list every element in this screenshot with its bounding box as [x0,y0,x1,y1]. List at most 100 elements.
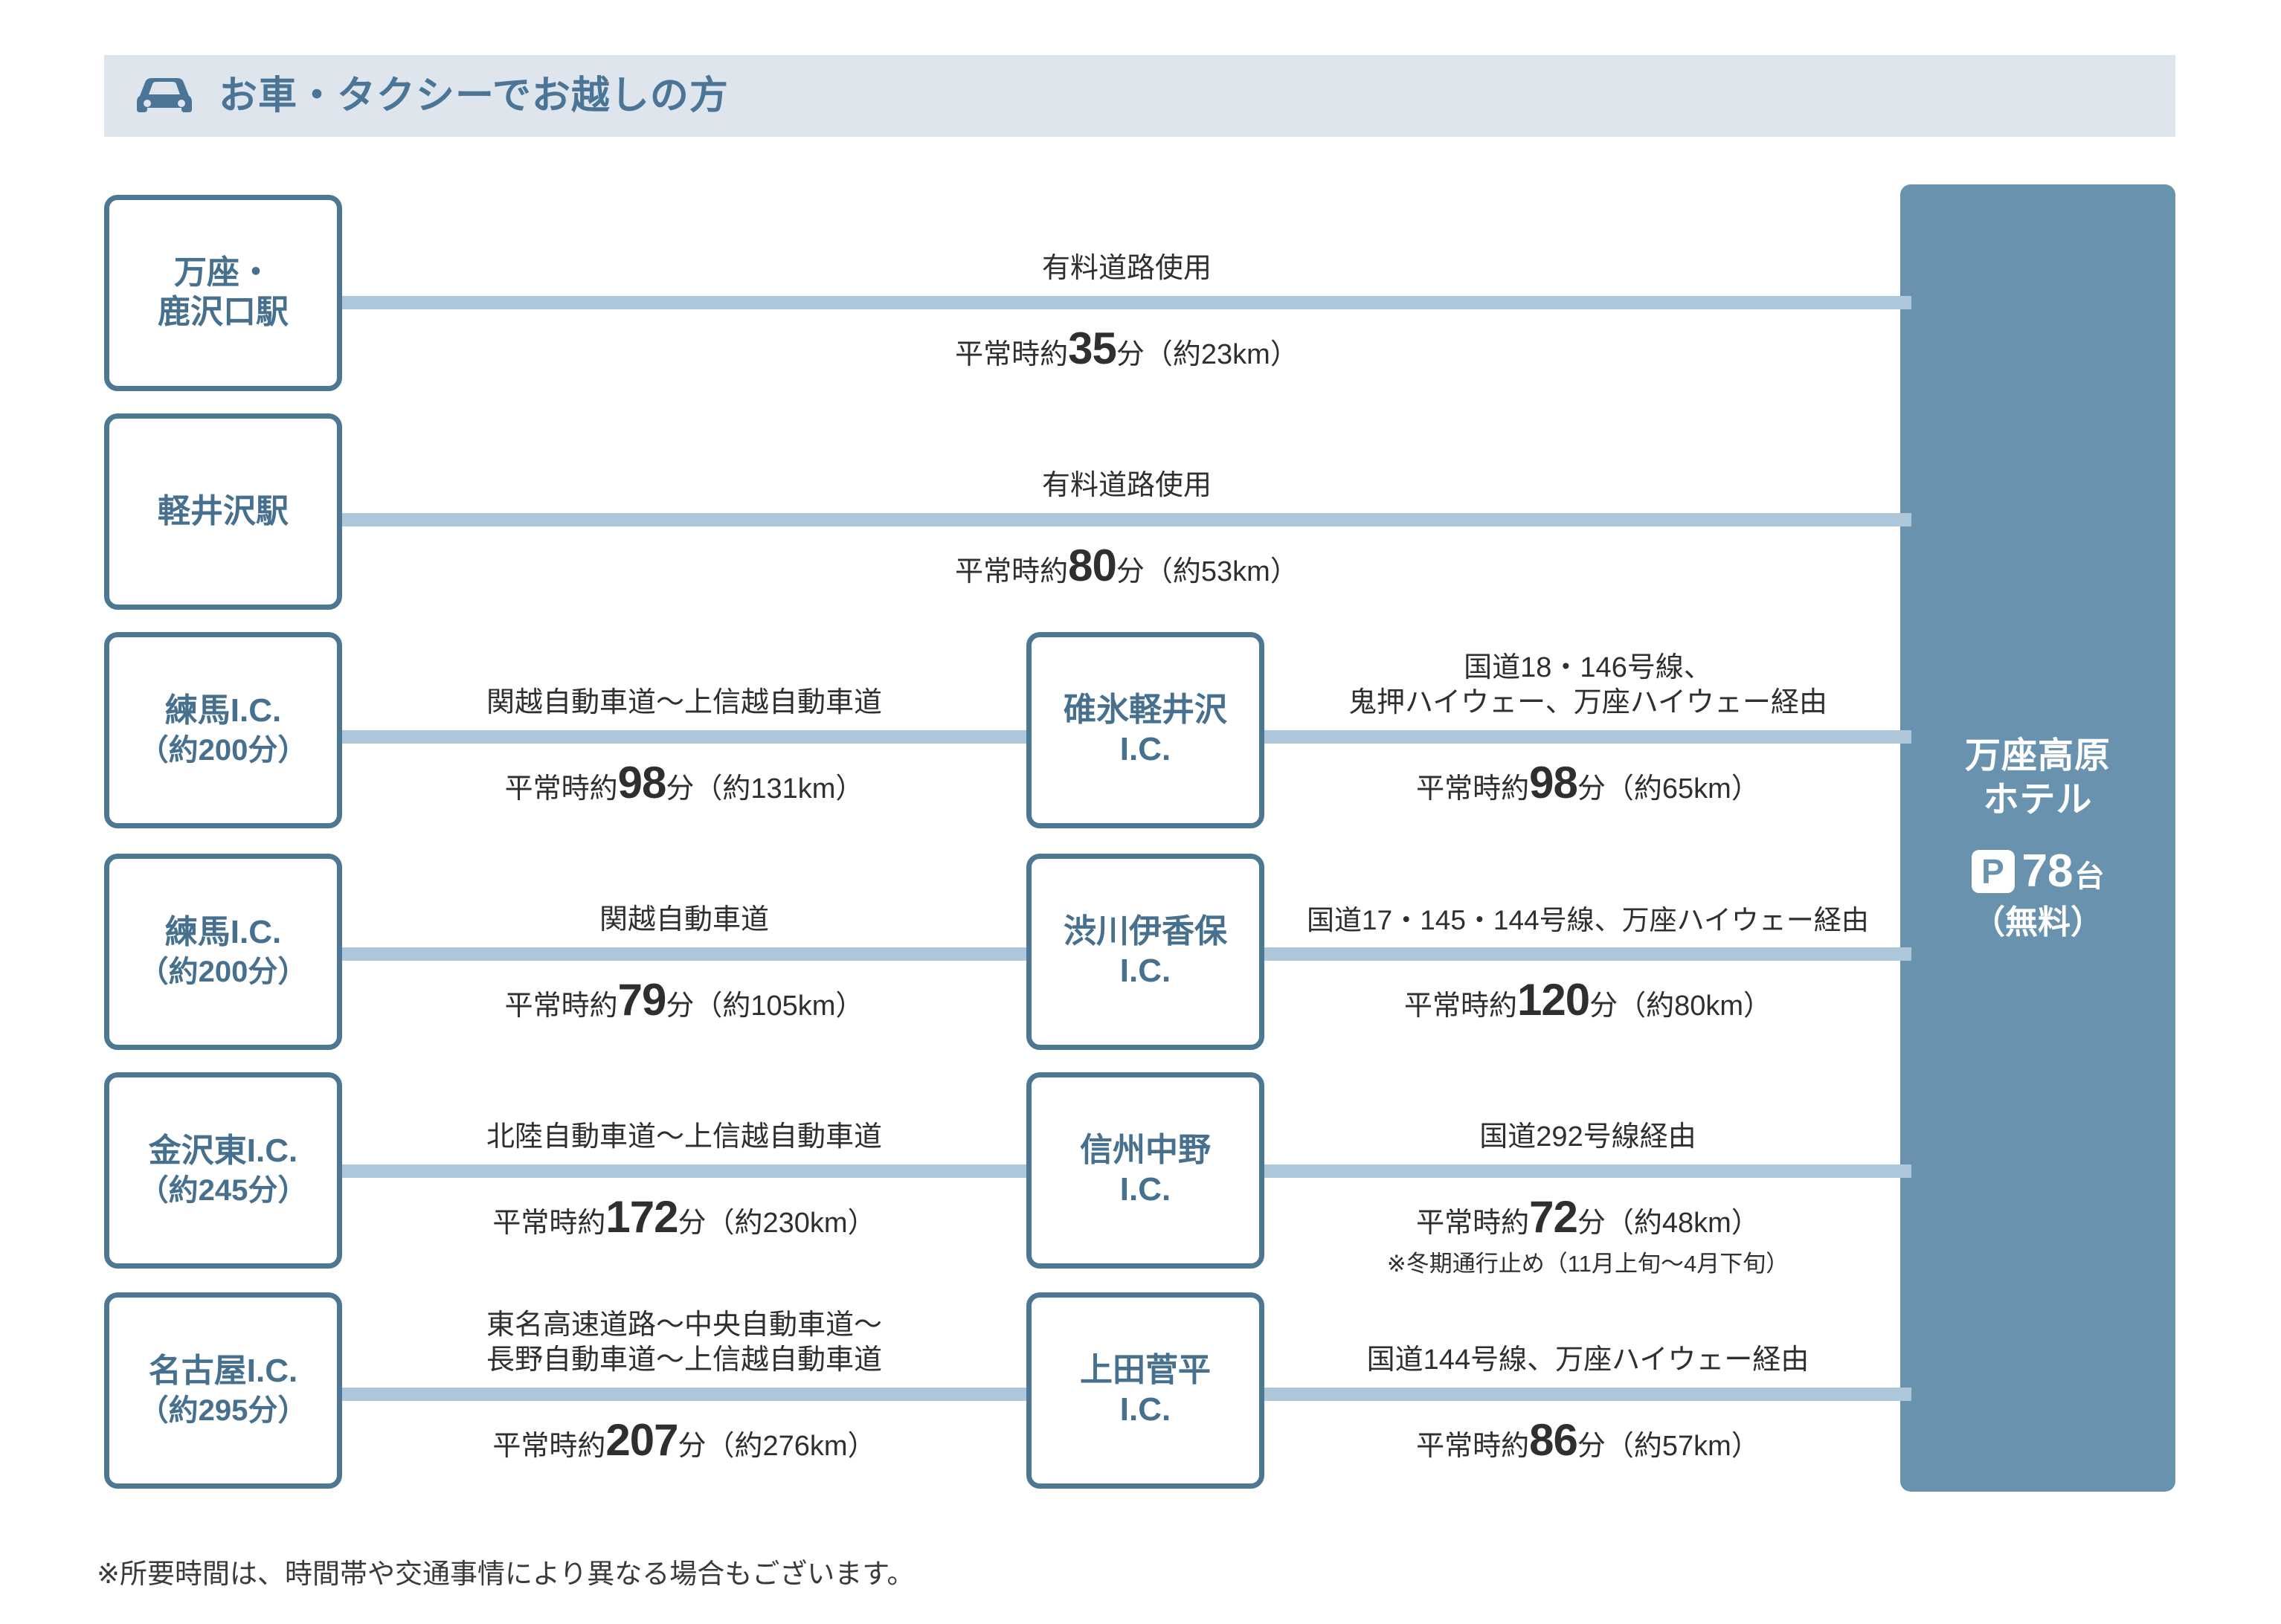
time-suffix: 分（約230km） [678,1208,876,1239]
hub-title-line1: 上田菅平 [1080,1352,1211,1389]
parking-count: 78 [2021,845,2074,898]
origin-subtitle: （約245分） [138,1174,308,1208]
segment-row1-route: 有料道路使用 [342,184,1911,296]
hub-box-shibukawa-ikaho-ic[interactable]: 渋川伊香保 I.C. [1026,854,1264,1050]
hub-box-ueda-sugadaira-ic[interactable]: 上田菅平 I.C. [1026,1292,1264,1489]
connector-row3-left [342,730,1026,744]
connector-row6-left [342,1388,1026,1401]
parking-unit: 台 [2074,860,2105,894]
route-text: 北陸自動車道〜上信越自動車道 [486,1121,882,1153]
route-text: 有料道路使用 [1041,252,1212,284]
time-prefix: 平常時約 [1416,1208,1530,1239]
destination-name-line1: 万座高原 [1964,736,2111,776]
connector-row4-left [342,947,1026,961]
time-value: 207 [605,1415,678,1465]
origin-box-kanazawa-higashi-ic[interactable]: 金沢東I.C. （約245分） [104,1072,342,1269]
hub-box-usui-karuizawa-ic[interactable]: 碓氷軽井沢 I.C. [1026,632,1264,828]
time-value: 120 [1516,975,1590,1025]
time-suffix: 分（約57km） [1577,1431,1760,1462]
time-suffix: 分（約53km） [1116,556,1299,587]
route-text: 有料道路使用 [1041,469,1212,501]
section-header: お車・タクシーでお越しの方 [104,55,2175,137]
time-prefix: 平常時約 [492,1208,606,1239]
segment-row4-left-time: 平常時約79分（約105km） [342,961,1026,1050]
time-prefix: 平常時約 [955,556,1069,587]
connector-row6-right [1264,1388,1911,1401]
time-prefix: 平常時約 [1416,1431,1530,1462]
time-value: 86 [1529,1415,1578,1465]
route-text-line1: 国道17・145・144号線、万座ハイウェー経由 [1307,904,1869,935]
parking-icon: P [1971,850,2015,894]
time-prefix: 平常時約 [955,339,1069,370]
hub-box-shinshu-nakano-ic[interactable]: 信州中野 I.C. [1026,1072,1264,1269]
route-text-line1: 国道144号線、万座ハイウェー経由 [1366,1344,1809,1376]
time-value: 172 [605,1192,678,1242]
time-suffix: 分（約23km） [1116,339,1299,370]
destination-name-line2: ホテル [1983,779,2093,819]
hub-title-line2: I.C. [1119,953,1171,989]
time-value: 80 [1068,541,1117,590]
segment-row5-left-route: 北陸自動車道〜上信越自動車道 [342,1053,1026,1164]
time-value: 98 [617,758,667,808]
route-text-line2: 鬼押ハイウェー、万座ハイウェー経由 [1348,686,1828,718]
origin-subtitle: （約200分） [138,734,308,767]
route-text: 関越自動車道〜上信越自動車道 [486,686,882,718]
time-prefix: 平常時約 [492,1431,606,1462]
segment-row4-left-route: 関越自動車道 [342,836,1026,947]
segment-row3-left-time: 平常時約98分（約131km） [342,744,1026,833]
origin-title-line1: 練馬I.C. [164,692,282,729]
hub-title-line2: I.C. [1119,1391,1171,1428]
segment-row4-right-route: 国道17・145・144号線、万座ハイウェー経由 [1257,836,1919,947]
route-text-line2: 長野自動車道〜上信越自動車道 [486,1344,882,1376]
origin-box-manza-kazawaguchi-station[interactable]: 万座・ 鹿沢口駅 [104,195,342,391]
time-value: 79 [617,975,667,1025]
segment-row2-route: 有料道路使用 [342,402,1911,513]
origin-box-nerima-ic-1[interactable]: 練馬I.C. （約200分） [104,632,342,828]
origin-box-nagoya-ic[interactable]: 名古屋I.C. （約295分） [104,1292,342,1489]
origin-subtitle: （約200分） [138,956,308,989]
connector-row4-right [1264,947,1911,961]
time-suffix: 分（約131km） [666,773,864,805]
origin-box-nerima-ic-2[interactable]: 練馬I.C. （約200分） [104,854,342,1050]
destination-hotel-panel[interactable]: 万座高原 ホテル P 78 台 （無料） [1900,184,2175,1492]
winter-closure-note: ※冬期通行止め（11月上旬〜4月下旬） [1386,1251,1789,1277]
segment-row5-right-time: 平常時約72分（約48km） ※冬期通行止め（11月上旬〜4月下旬） [1264,1178,1911,1312]
time-suffix: 分（約80km） [1589,990,1772,1022]
parking-fee: （無料） [1972,904,2103,941]
hub-title-line1: 信州中野 [1080,1132,1211,1169]
time-prefix: 平常時約 [504,773,618,805]
segment-row6-left-time: 平常時約207分（約276km） [342,1401,1026,1490]
time-value: 72 [1529,1192,1578,1242]
parking-info: P 78 台 [1971,845,2105,898]
route-text-line1: 国道292号線経由 [1479,1121,1696,1153]
origin-title-line1: 練馬I.C. [164,913,282,950]
time-suffix: 分（約276km） [678,1431,876,1462]
connector-row5-right [1264,1164,1911,1178]
connector-row5-left [342,1164,1026,1178]
route-text-line1: 国道18・146号線、 [1464,652,1712,684]
time-value: 35 [1068,323,1117,373]
footnote: ※所要時間は、時間帯や交通事情により異なる場合もございます。 [97,1559,915,1589]
segment-row3-left-route: 関越自動車道〜上信越自動車道 [342,619,1026,730]
hub-title-line2: I.C. [1119,1171,1171,1208]
connector-row2 [342,513,1911,526]
connector-row1 [342,296,1911,309]
segment-row3-right-time: 平常時約98分（約65km） [1264,744,1911,833]
origin-title-line1: 軽井沢駅 [158,492,289,529]
page-title: お車・タクシーでお越しの方 [219,74,729,117]
time-suffix: 分（約48km） [1577,1208,1760,1239]
segment-row4-right-time: 平常時約120分（約80km） [1264,961,1911,1050]
connector-row3-right [1264,730,1911,744]
segment-row5-left-time: 平常時約172分（約230km） [342,1178,1026,1267]
time-prefix: 平常時約 [1416,773,1530,805]
origin-title-line1: 金沢東I.C. [148,1132,298,1169]
origin-title-line2: 鹿沢口駅 [158,294,289,330]
origin-box-karuizawa-station[interactable]: 軽井沢駅 [104,413,342,610]
segment-row6-left-route: 東名高速道路〜中央自動車道〜 長野自動車道〜上信越自動車道 [342,1267,1026,1388]
time-suffix: 分（約65km） [1577,773,1760,805]
segment-row2-time: 平常時約80分（約53km） [342,526,1911,616]
hub-title-line2: I.C. [1119,731,1171,767]
segment-row5-right-route: 国道292号線経由 [1264,1053,1911,1164]
segment-row3-right-route: 国道18・146号線、 鬼押ハイウェー、万座ハイウェー経由 [1264,610,1911,730]
